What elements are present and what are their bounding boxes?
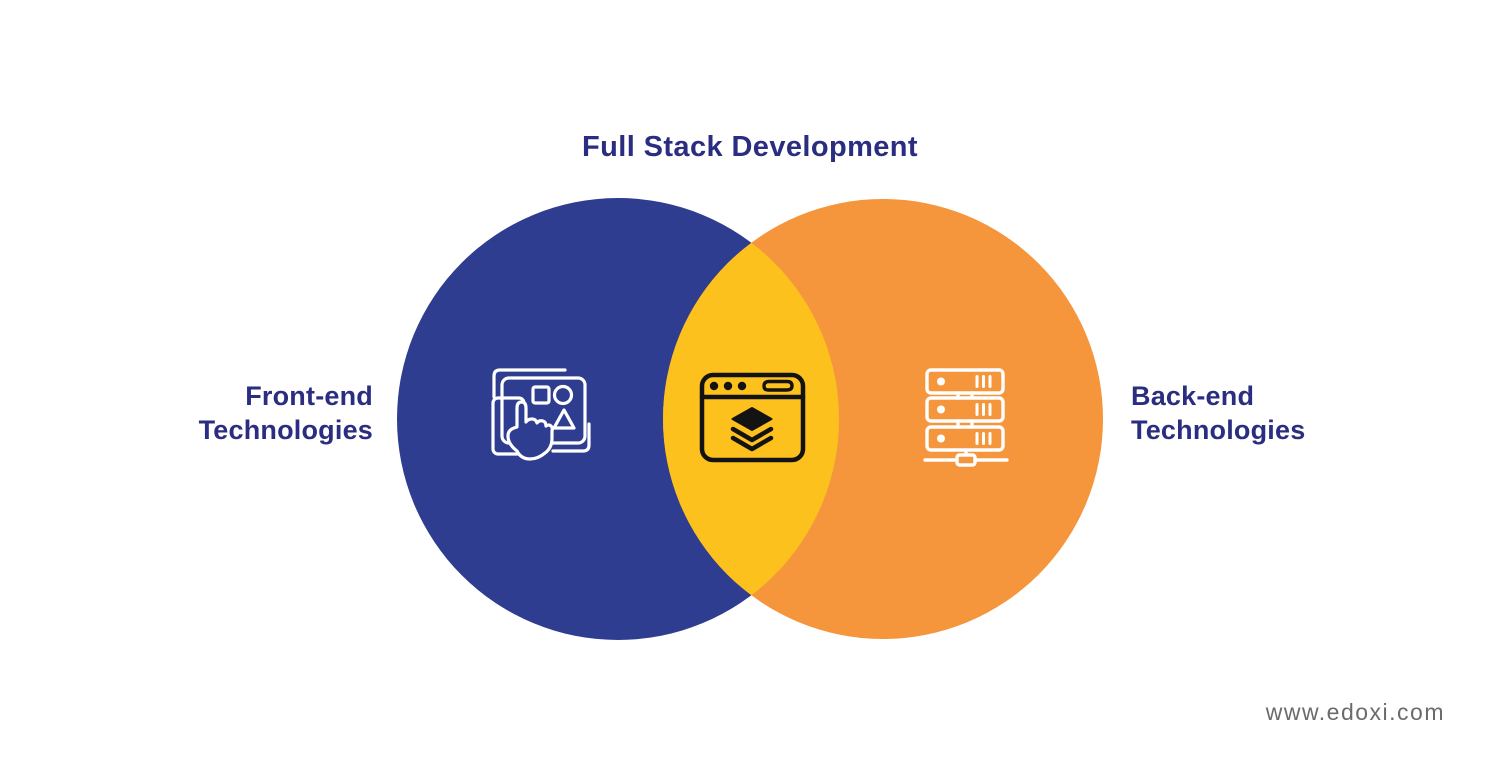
back-end-label: Back-end Technologies: [1131, 381, 1306, 445]
browser-dot-1: [709, 381, 719, 391]
square-shape: [531, 385, 551, 405]
frame-corner-bottom-right: [551, 422, 591, 453]
server-led-2: [937, 405, 945, 414]
frame-corner-top-left: [492, 368, 567, 399]
browser-dot-3: [737, 381, 747, 391]
server-vents-3: [975, 432, 992, 445]
server-led-3: [937, 434, 945, 443]
ui-touch-design-icon: [491, 368, 591, 461]
server-vents-1: [975, 375, 992, 388]
browser-dot-2: [723, 381, 733, 391]
layer-middle: [730, 426, 774, 443]
front-end-label: Front-end Technologies: [198, 381, 373, 445]
browser-pill: [762, 379, 794, 392]
server-connectors: [956, 391, 974, 429]
server-stack-icon: [923, 368, 1009, 467]
server-unit-2: [925, 396, 1005, 423]
browser-window: [699, 372, 806, 463]
server-led-1: [937, 377, 945, 386]
server-unit-1: [925, 368, 1005, 395]
overlap-lens: [663, 199, 839, 639]
website-watermark: www.edoxi.com: [1265, 699, 1445, 725]
page-title: Full Stack Development: [582, 131, 918, 163]
tap-hand-icon: [506, 400, 554, 461]
layer-top: [731, 407, 773, 431]
circle-shape: [552, 384, 574, 406]
triangle-shape: [552, 408, 576, 430]
server-vents-2: [975, 403, 992, 416]
network-node: [955, 453, 977, 467]
layer-bottom: [730, 435, 774, 452]
browser-layers-icon: [699, 372, 806, 463]
